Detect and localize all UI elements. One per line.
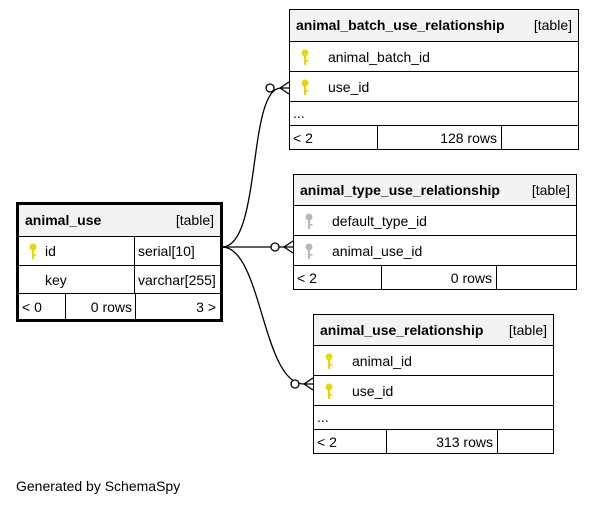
children-count [501,126,578,149]
row-count: 0 rows [381,266,496,289]
table-footer: < 0 0 rows 3 > [19,293,220,319]
parents-count[interactable]: < 2 [317,433,337,450]
column-name: default_type_id [332,213,427,229]
more-columns: ... [314,405,553,429]
column-row[interactable]: use_id [290,71,578,101]
primary-key-icon [301,49,309,65]
column-row[interactable]: key varchar[255] [19,265,220,293]
more-columns: ... [290,101,578,125]
primary-key-icon [325,353,333,369]
generated-by-footer: Generated by SchemaSpy [16,478,181,494]
foreign-key-icon [305,243,313,259]
row-count: 128 rows [377,126,501,149]
foreign-key-icon [305,213,313,229]
table-animal-type-use-relationship[interactable]: animal_type_use_relationship [table] def… [293,174,577,290]
row-count: 0 rows [65,294,135,319]
crowfoot-animal-batch-use [265,81,290,95]
parents-count[interactable]: < 0 [22,298,42,315]
crowfoot-animal-type-use [270,240,294,254]
column-name: id [45,243,56,259]
parents-count[interactable]: < 2 [297,269,317,286]
ellipsis: ... [293,105,305,121]
column-row[interactable]: use_id [314,375,553,405]
table-footer: < 2 128 rows [290,125,578,149]
table-header: animal_use_relationship [table] [314,315,553,345]
table-kind: [table] [508,322,547,338]
primary-key-icon [301,79,309,95]
parents-count[interactable]: < 2 [293,129,313,146]
table-animal-use[interactable]: animal_use [table] id serial[10] key var… [16,202,223,322]
table-name: animal_use [25,212,102,228]
table-kind: [table] [533,17,572,33]
row-count: 313 rows [386,430,497,453]
edge-animal-use-rel [221,246,305,385]
children-count[interactable]: 3 > [135,294,220,319]
column-row[interactable]: default_type_id [294,205,576,235]
table-footer: < 2 0 rows [294,265,576,289]
ellipsis: ... [317,409,329,425]
column-name: animal_use_id [332,243,423,259]
column-type: varchar[255] [134,266,220,293]
table-name: animal_type_use_relationship [300,182,500,198]
children-count [496,266,576,289]
table-kind: [table] [175,212,214,228]
table-footer: < 2 313 rows [314,429,553,453]
column-name: animal_batch_id [328,49,430,65]
column-name: use_id [328,79,370,95]
table-kind: [table] [531,182,570,198]
column-row[interactable]: animal_id [314,345,553,375]
children-count [497,430,553,453]
crowfoot-animal-use-rel [290,377,314,391]
column-row[interactable]: animal_batch_id [290,41,578,71]
column-name: key [45,272,67,288]
table-name: animal_batch_use_relationship [296,17,505,33]
primary-key-icon [325,383,333,399]
column-type: serial[10] [134,237,220,265]
table-animal-batch-use-relationship[interactable]: animal_batch_use_relationship [table] an… [289,9,579,150]
column-name: animal_id [352,353,412,369]
table-animal-use-relationship[interactable]: animal_use_relationship [table] animal_i… [313,314,554,454]
column-row[interactable]: id serial[10] [19,236,220,265]
table-header: animal_batch_use_relationship [table] [290,10,578,41]
column-row[interactable]: animal_use_id [294,235,576,265]
edge-animal-batch-use [221,87,282,248]
table-header: animal_type_use_relationship [table] [294,175,576,205]
primary-key-icon [29,243,37,259]
table-name: animal_use_relationship [320,322,484,338]
table-header: animal_use [table] [19,205,220,236]
column-name: use_id [352,383,394,399]
